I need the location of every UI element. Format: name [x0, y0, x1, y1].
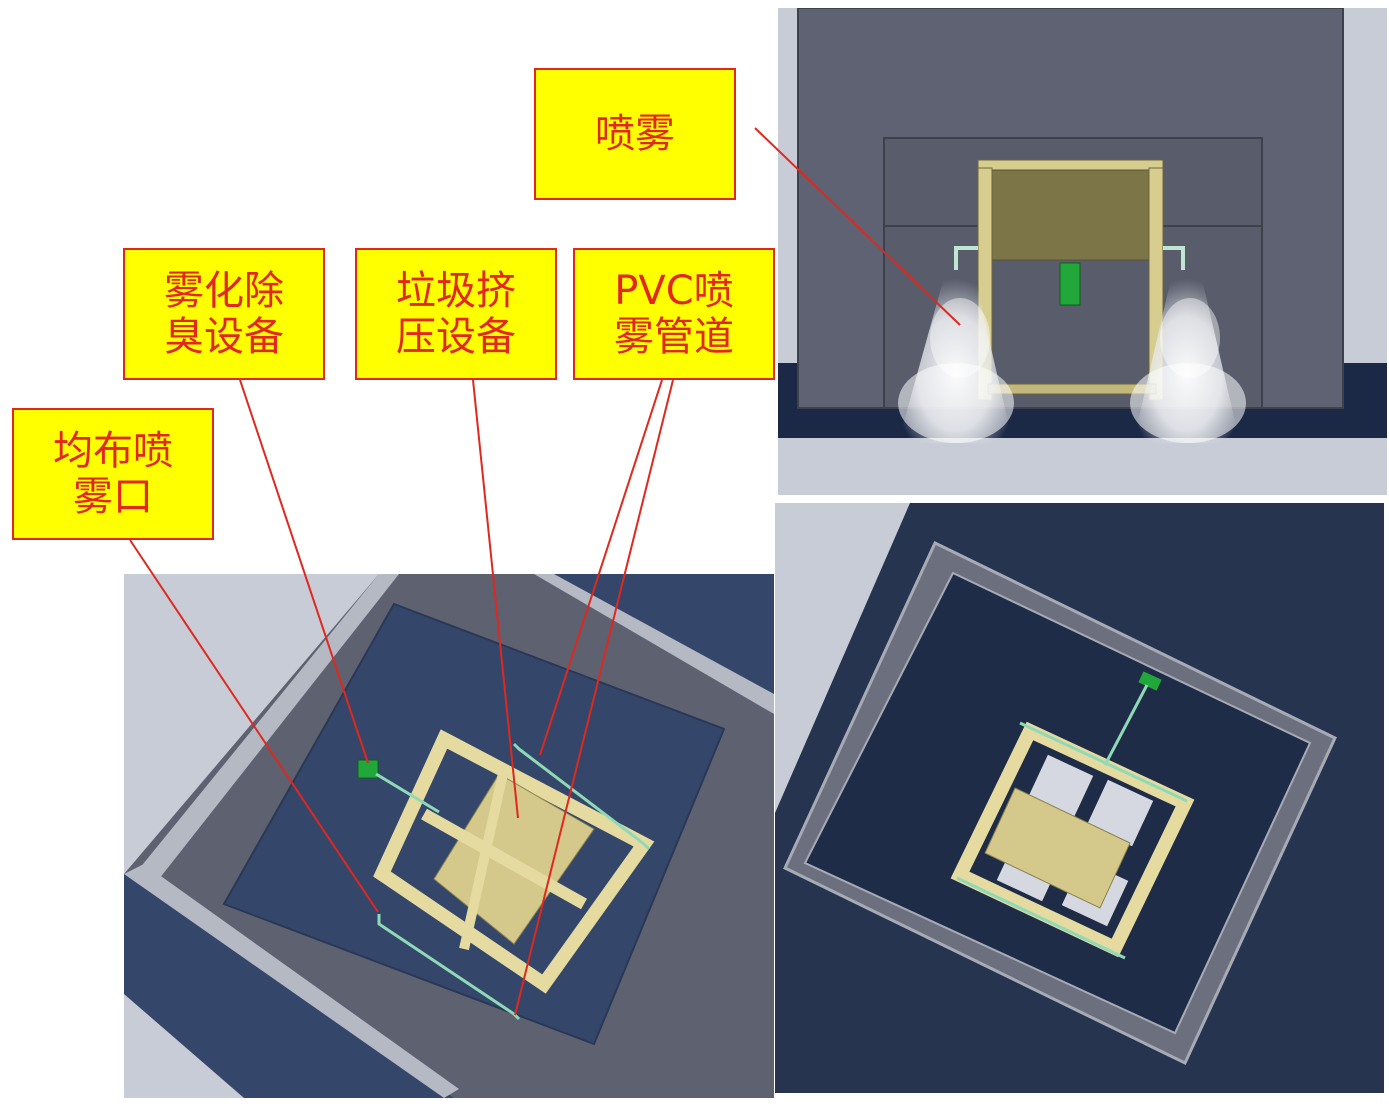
spray-mist-right — [1130, 270, 1246, 443]
top-view-panel — [775, 503, 1384, 1093]
deodorizer-pump-icon — [1059, 262, 1081, 306]
callout-spray: 喷雾 — [534, 68, 736, 200]
front-view-panel — [778, 8, 1387, 495]
deodorizer-pump-icon-2 — [357, 759, 379, 779]
callout-pvc-pipe: PVC喷 雾管道 — [573, 248, 775, 380]
callout-deodorizer: 雾化除 臭设备 — [123, 248, 325, 380]
callout-compactor: 垃圾挤 压设备 — [355, 248, 557, 380]
deodorizer-pump-icon-3 — [1138, 671, 1162, 691]
perspective-view-panel — [124, 574, 774, 1098]
compactor-frame-top — [950, 721, 1195, 958]
callout-nozzle: 均布喷 雾口 — [12, 408, 214, 540]
